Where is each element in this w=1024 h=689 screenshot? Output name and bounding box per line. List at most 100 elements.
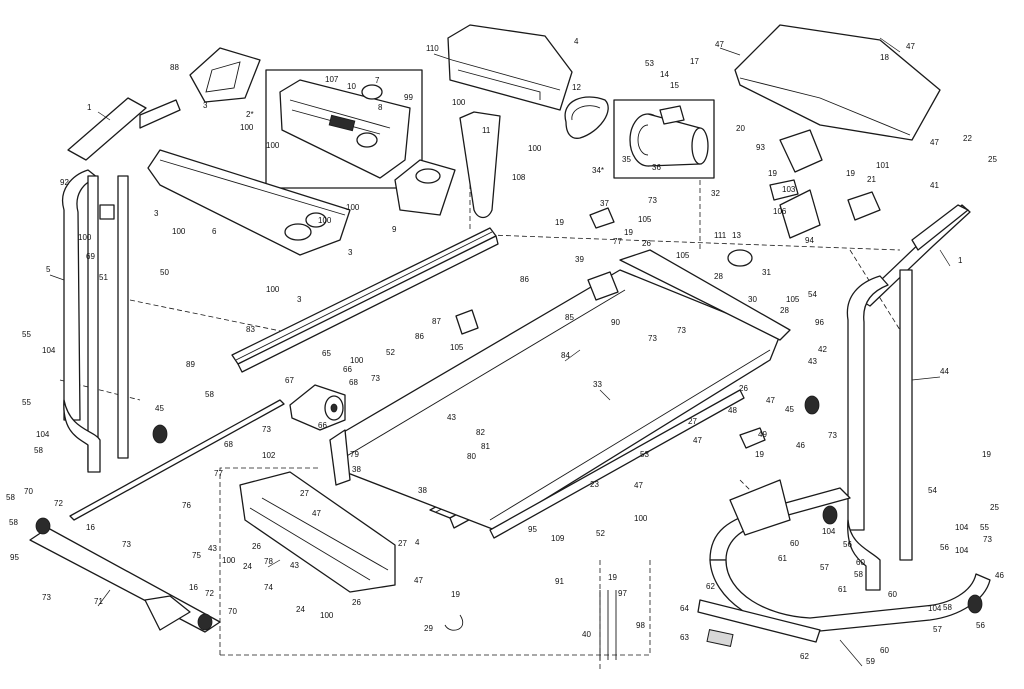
part-callout-10: 10	[347, 82, 356, 91]
motor-hood-cover	[447, 24, 573, 111]
part-callout-31: 31	[762, 268, 771, 277]
part-callout-11: 11	[482, 126, 491, 135]
part-callout-41: 41	[930, 181, 939, 190]
part-callout-73: 73	[983, 535, 992, 544]
part-callout-72: 72	[205, 589, 214, 598]
part-callout-4: 4	[415, 538, 420, 547]
part-callout-100: 100	[528, 144, 542, 153]
part-callout-20: 20	[736, 124, 745, 133]
part-callout-6: 6	[212, 227, 217, 236]
part-callout-45: 45	[785, 405, 794, 414]
part-callout-19: 19	[982, 450, 991, 459]
part-callout-19: 19	[555, 218, 564, 227]
part-callout-80: 80	[467, 452, 476, 461]
part-callout-73: 73	[648, 334, 657, 343]
part-callout-43: 43	[447, 413, 456, 422]
part-callout-66: 66	[318, 421, 327, 430]
part-callout-53: 53	[645, 59, 654, 68]
part-callout-35: 35	[622, 155, 631, 164]
part-callout-45: 45	[155, 404, 164, 413]
part-callout-38: 38	[418, 486, 427, 495]
part-callout-58: 58	[854, 570, 863, 579]
part-callout-28: 28	[780, 306, 789, 315]
part-callout-90: 90	[611, 318, 620, 327]
part-callout-68: 68	[224, 440, 233, 449]
part-callout-19: 19	[755, 450, 764, 459]
part-callout-71: 71	[94, 597, 103, 606]
part-callout-54: 54	[928, 486, 937, 495]
part-callout-3: 3	[203, 101, 208, 110]
part-callout-104: 104	[36, 430, 50, 439]
part-callout-50: 50	[160, 268, 169, 277]
part-callout-100: 100	[266, 285, 280, 294]
part-callout-47: 47	[312, 509, 321, 518]
part-callout-74: 74	[264, 583, 273, 592]
rear-base-frame	[697, 479, 991, 647]
part-callout-60: 60	[856, 558, 865, 567]
part-callout-104: 104	[955, 546, 969, 555]
part-callout-73: 73	[42, 593, 51, 602]
part-callout-100: 100	[452, 98, 466, 107]
part-callout-40: 40	[582, 630, 591, 639]
part-callout-48: 48	[728, 406, 737, 415]
part-callout-60: 60	[790, 539, 799, 548]
part-callout-25: 25	[988, 155, 997, 164]
part-callout-51: 51	[99, 273, 108, 282]
part-callout-83: 83	[246, 325, 255, 334]
part-callout-33: 33	[593, 380, 602, 389]
part-callout-58: 58	[9, 518, 18, 527]
part-callout-84: 84	[561, 351, 570, 360]
part-callout-5: 5	[46, 265, 51, 274]
part-callout-19: 19	[846, 169, 855, 178]
part-callout-105: 105	[676, 251, 690, 260]
part-callout-73: 73	[371, 374, 380, 383]
part-callout-3: 3	[297, 295, 302, 304]
part-callout-70: 70	[24, 487, 33, 496]
part-callout-100: 100	[78, 233, 92, 242]
cup-holder	[394, 159, 456, 216]
part-callout-47: 47	[693, 436, 702, 445]
part-callout-44: 44	[940, 367, 949, 376]
part-callout-55: 55	[22, 330, 31, 339]
console-support-bar	[147, 149, 351, 256]
part-callout-57: 57	[820, 563, 829, 572]
part-callout-53: 53	[640, 450, 649, 459]
hanging-strap	[459, 111, 501, 219]
part-callout-93: 93	[756, 143, 765, 152]
part-callout-23: 23	[590, 480, 599, 489]
part-callout-16: 16	[86, 523, 95, 532]
part-callout-62: 62	[706, 582, 715, 591]
motor-assembly	[289, 384, 346, 431]
part-callout-47: 47	[930, 138, 939, 147]
left-side-rail	[231, 227, 499, 373]
part-callout-2*: 2*	[246, 110, 254, 119]
part-callout-104: 104	[42, 346, 56, 355]
part-callout-105: 105	[638, 215, 652, 224]
part-callout-1: 1	[87, 103, 92, 112]
part-callout-36: 36	[652, 163, 661, 172]
part-callout-13: 13	[732, 231, 741, 240]
part-callout-111: 111	[714, 231, 727, 240]
part-callout-56: 56	[940, 543, 949, 552]
part-callout-57: 57	[933, 625, 942, 634]
part-callout-24: 24	[296, 605, 305, 614]
part-callout-86: 86	[415, 332, 424, 341]
part-callout-62: 62	[800, 652, 809, 661]
part-callout-60: 60	[888, 590, 897, 599]
deck-frame	[329, 249, 791, 531]
part-callout-22: 22	[963, 134, 972, 143]
part-callout-100: 100	[318, 216, 332, 225]
part-callout-95: 95	[10, 553, 19, 562]
part-callout-19: 19	[451, 590, 460, 599]
part-callout-27: 27	[398, 539, 407, 548]
part-callout-101: 101	[876, 161, 890, 170]
part-callout-19: 19	[624, 228, 633, 237]
part-callout-99: 99	[404, 93, 413, 102]
part-callout-58: 58	[205, 390, 214, 399]
part-callout-49: 49	[758, 430, 767, 439]
part-callout-100: 100	[350, 356, 364, 365]
part-callout-59: 59	[866, 657, 875, 666]
part-callout-46: 46	[995, 571, 1004, 580]
part-callout-73: 73	[828, 431, 837, 440]
